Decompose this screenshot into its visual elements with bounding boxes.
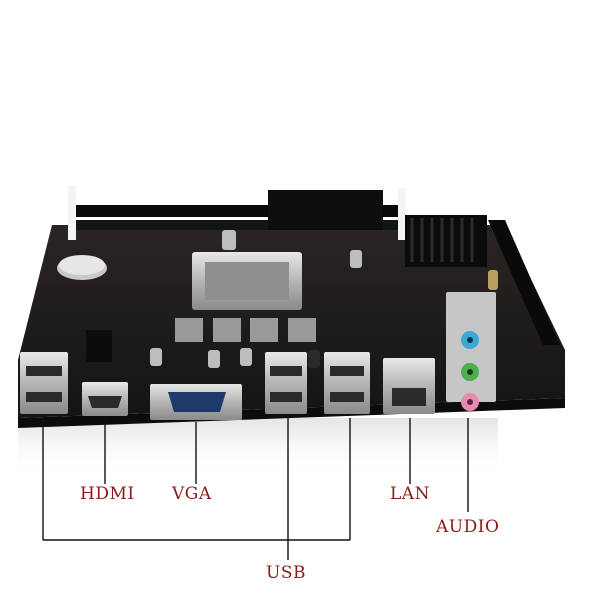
lan-label: LAN xyxy=(390,484,430,504)
vga-label: VGA xyxy=(172,484,212,504)
board-reflection xyxy=(18,418,498,478)
leader-lines xyxy=(42,418,469,560)
usb-label: USB xyxy=(266,563,306,583)
hdmi-label: HDMI xyxy=(80,484,135,504)
usb-port-left xyxy=(20,352,68,414)
cpu-socket xyxy=(192,252,302,310)
usb-port-middle xyxy=(265,352,307,414)
usb-port-right xyxy=(324,352,370,414)
power-connector xyxy=(268,190,383,230)
hdmi-port xyxy=(82,382,128,416)
chipset-heatsink xyxy=(405,215,487,267)
audio-label: AUDIO xyxy=(436,517,500,537)
capacitors xyxy=(150,230,498,368)
lan-port xyxy=(383,358,435,414)
cpu-power-connector xyxy=(86,330,112,362)
cmos-battery xyxy=(57,255,107,280)
audio-jacks xyxy=(446,292,496,411)
vrm-chokes xyxy=(175,318,316,342)
pcie-slot xyxy=(488,220,560,345)
vga-port xyxy=(150,384,242,420)
